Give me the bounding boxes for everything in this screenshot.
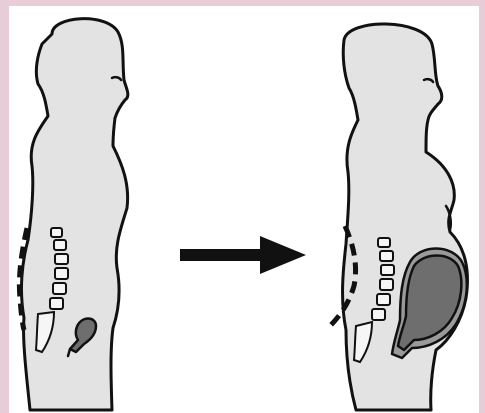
vertebra (55, 254, 68, 264)
frame-right-border (479, 0, 485, 413)
vertebra (381, 265, 394, 275)
arrow-shaft (180, 249, 264, 261)
vertebra (53, 283, 66, 294)
vertebra (380, 279, 393, 290)
vertebra (372, 309, 385, 320)
vertebra (50, 298, 63, 309)
vertebra (377, 294, 390, 305)
vertebra (380, 251, 393, 261)
frame-top-border (0, 0, 485, 6)
figure-before (19, 19, 127, 410)
vertebra (55, 268, 68, 279)
frame-left-border (0, 0, 9, 413)
vertebra (378, 238, 390, 247)
vertebra (51, 228, 62, 237)
arrow-head (260, 236, 306, 274)
vertebra (54, 240, 66, 250)
arrow-right-icon (180, 236, 306, 274)
figure-after (328, 24, 467, 410)
